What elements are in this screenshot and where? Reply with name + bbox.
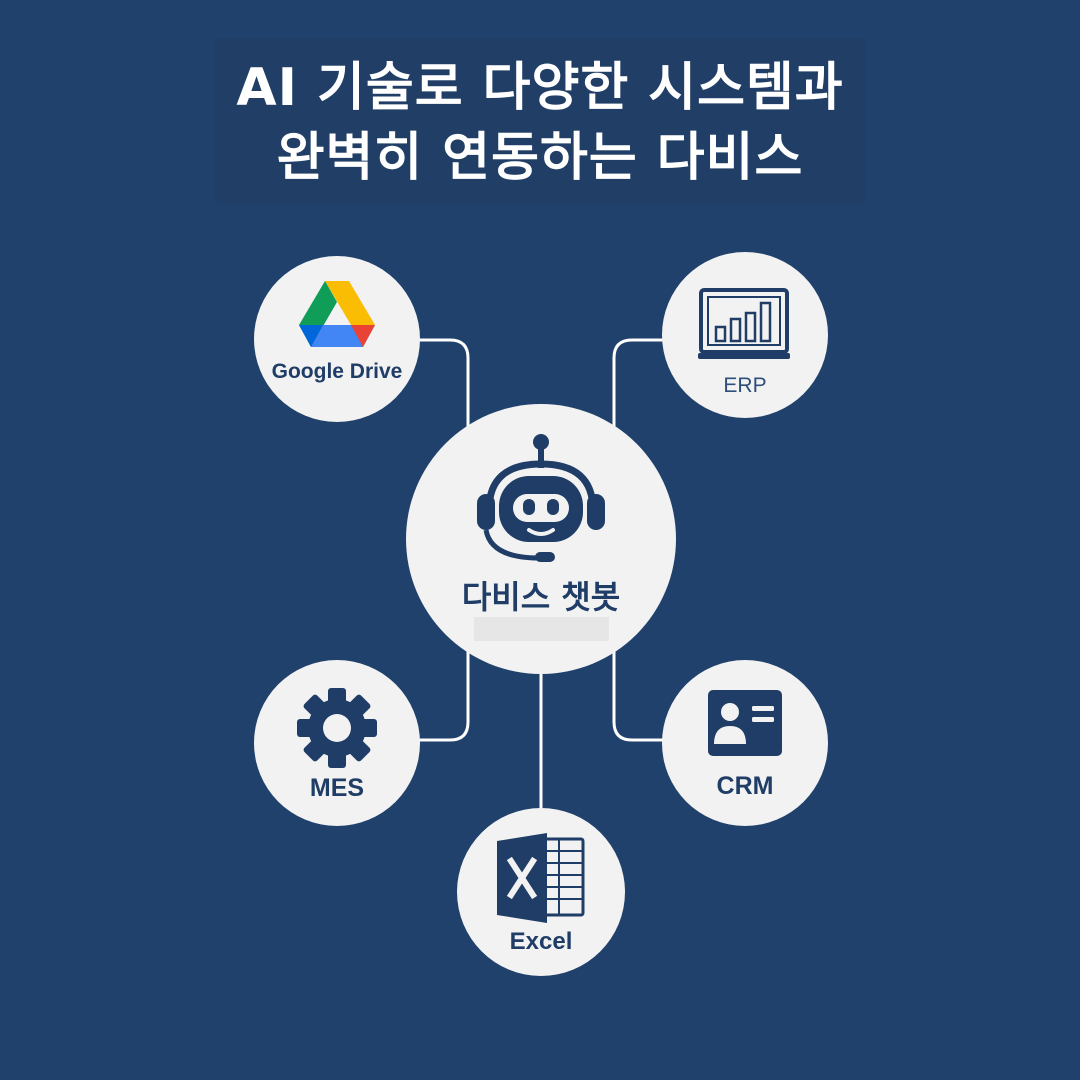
crm-node[interactable]: CRM [662,660,828,826]
contact-card-icon [708,690,782,756]
connector-google-drive [416,338,470,430]
connector-erp [612,338,666,430]
monitor-bar-chart-icon [698,288,790,359]
title-line-2: 완벽히 연동하는 다비스 [276,128,804,188]
erp-node[interactable]: ERP [662,252,828,418]
connector-crm [612,650,666,742]
mes-label: MES [309,774,365,802]
excel-node[interactable]: Excel [457,808,625,976]
connector-mes [416,650,470,742]
center-placeholder-bar [474,617,609,641]
chatbot-center-node[interactable]: 다비스 챗봇 [406,404,676,674]
excel-label: Excel [509,928,573,955]
robot-headset-icon [477,434,605,562]
gear-icon [297,688,377,768]
mes-node[interactable]: MES [254,660,420,826]
google-drive-icon [299,281,375,347]
crm-label: CRM [716,772,774,800]
excel-icon [497,833,585,923]
erp-label: ERP [723,374,767,397]
title-line-1: AI 기술로 다양한 시스템과 [236,58,844,118]
chatbot-label: 다비스 챗봇 [461,578,621,616]
title-background [215,38,865,204]
google-drive-label: Google Drive [271,360,403,383]
google-drive-node[interactable]: Google Drive [254,256,420,422]
